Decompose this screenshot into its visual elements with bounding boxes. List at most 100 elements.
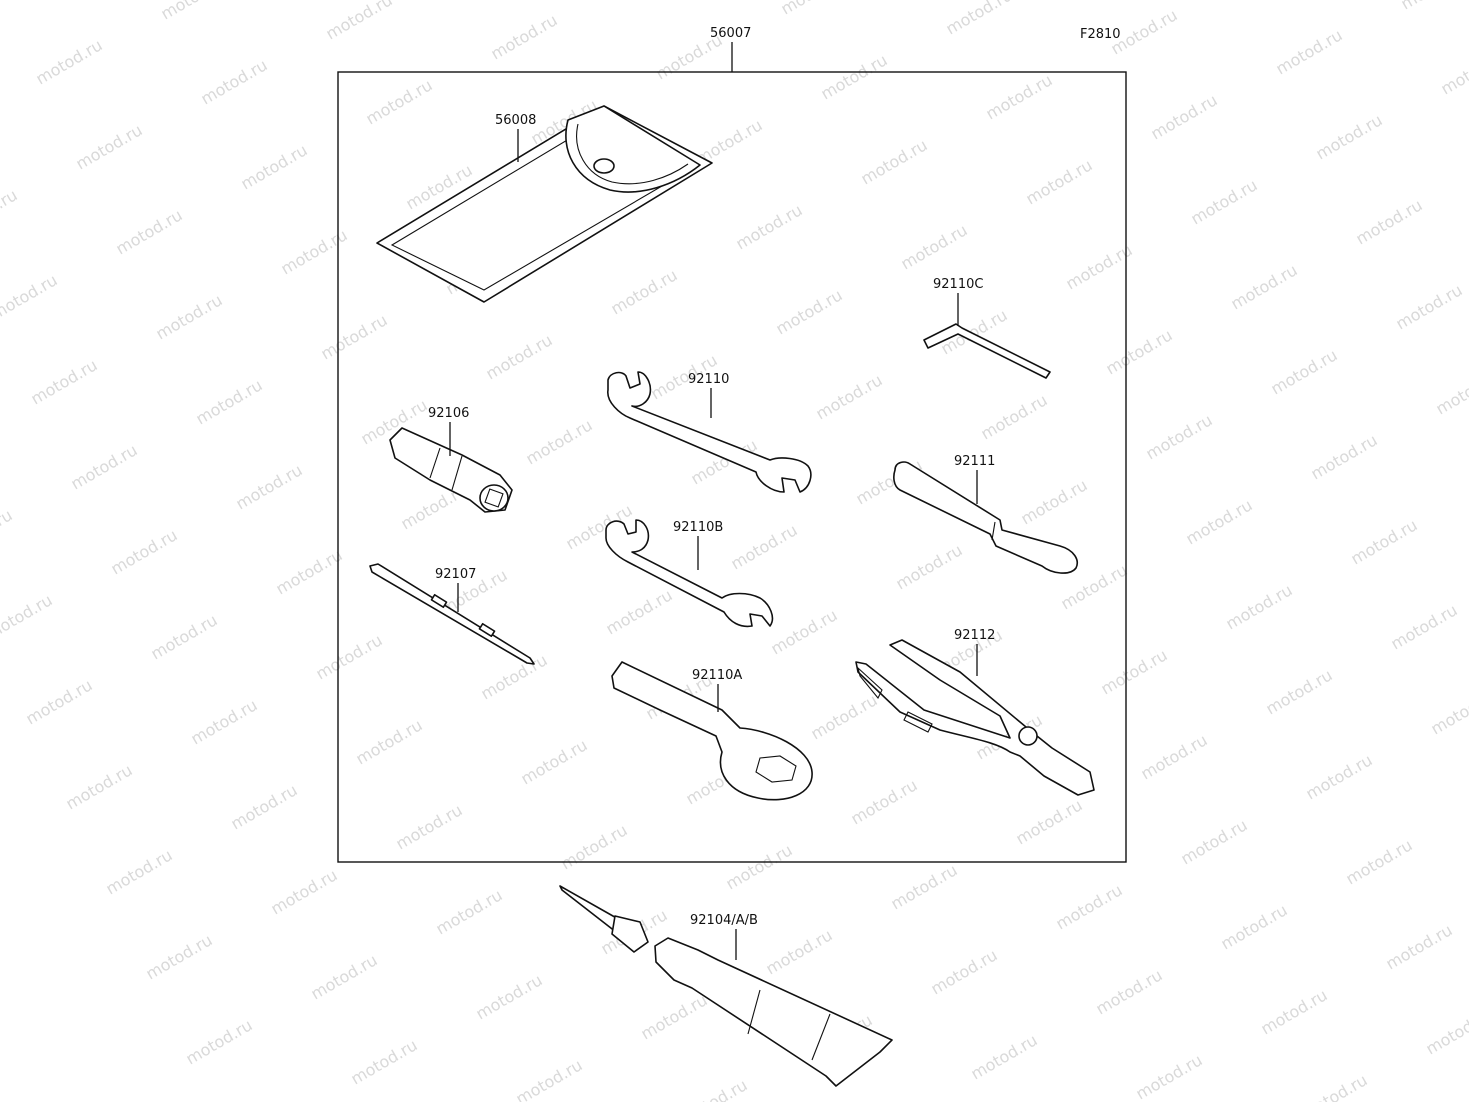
- watermark-text: motod.ru: [148, 610, 221, 663]
- watermark-text: motod.ru: [1138, 730, 1211, 783]
- watermark-text: motod.ru: [943, 0, 1016, 38]
- watermark-text: motod.ru: [348, 1035, 421, 1088]
- socket-hex-hole: [484, 488, 504, 508]
- repair-tube[interactable]: [559, 885, 893, 1087]
- label-92112: 92112: [954, 628, 995, 643]
- watermark-text: motod.ru: [63, 760, 136, 813]
- watermark-text: motod.ru: [308, 950, 381, 1003]
- hex-key[interactable]: [923, 323, 1051, 379]
- pliers-grip: [857, 666, 883, 700]
- label-92107: 92107: [435, 567, 476, 582]
- label-92110: 92110: [688, 372, 729, 387]
- label-92104: 92104/A/B: [690, 913, 758, 928]
- watermark-text: motod.ru: [818, 50, 891, 103]
- watermark-text: motod.ru: [1428, 685, 1469, 738]
- watermark-text: motod.ru: [0, 505, 16, 558]
- watermark-text: motod.ru: [888, 860, 961, 913]
- watermark-text: motod.ru: [313, 630, 386, 683]
- watermark-text: motod.ru: [728, 520, 801, 573]
- label-92110A: 92110A: [692, 668, 742, 683]
- watermark-text: motod.ru: [983, 70, 1056, 123]
- watermark-text: motod.ru: [1438, 45, 1469, 98]
- watermark-text: motod.ru: [393, 800, 466, 853]
- watermark-text: motod.ru: [193, 375, 266, 428]
- watermark-text: motod.ru: [183, 1015, 256, 1068]
- large-wrench[interactable]: [607, 371, 812, 493]
- watermark-text: motod.ru: [928, 945, 1001, 998]
- extension-bar-body: [893, 461, 1078, 574]
- socket-tool[interactable]: [389, 427, 513, 513]
- watermark-text: motod.ru: [28, 355, 101, 408]
- screwdriver-tool[interactable]: [369, 563, 535, 665]
- watermark-text: motod.ru: [1013, 795, 1086, 848]
- ring-wrench-body: [611, 661, 813, 801]
- pliers[interactable]: [855, 639, 1095, 796]
- watermark-text: motod.ru: [638, 990, 711, 1043]
- watermark-text: motod.ru: [473, 970, 546, 1023]
- tool-case-flap-edge: [576, 123, 689, 185]
- watermark-text: motod.ru: [488, 10, 561, 63]
- watermark-text: motod.ru: [1093, 965, 1166, 1018]
- extension-bar[interactable]: [893, 461, 1078, 574]
- watermark-text: motod.ru: [1383, 920, 1456, 973]
- watermark-text: motod.ru: [898, 220, 971, 273]
- watermark-text: motod.ru: [158, 0, 231, 23]
- watermark-text: motod.ru: [278, 225, 351, 278]
- watermark-text: motod.ru: [1053, 880, 1126, 933]
- watermark-text: motod.ru: [1313, 110, 1386, 163]
- watermark-text: motod.ru: [1298, 1070, 1371, 1102]
- watermark-text: motod.ru: [318, 310, 391, 363]
- watermark-text: motod.ru: [1353, 195, 1426, 248]
- watermark-text: motod.ru: [198, 55, 271, 108]
- ring-wrench-hex: [755, 755, 797, 783]
- tool-case[interactable]: [376, 105, 713, 303]
- ring-wrench[interactable]: [611, 661, 813, 801]
- watermark-text: motod.ru: [1388, 600, 1461, 653]
- repair-nozzle: [559, 885, 621, 933]
- repair-tube-body: [654, 937, 893, 1087]
- watermark-text: motod.ru: [153, 290, 226, 343]
- watermark-text: motod.ru: [1228, 260, 1301, 313]
- watermark-text: motod.ru: [513, 1055, 586, 1102]
- pliers-pivot: [1018, 726, 1038, 746]
- small-wrench[interactable]: [605, 519, 774, 628]
- watermark-text: motod.ru: [1433, 365, 1469, 418]
- repair-tube-label-band-2: [811, 1013, 831, 1061]
- screwdriver-shaft: [369, 563, 535, 665]
- watermark-text: motod.ru: [478, 650, 551, 703]
- watermark-text: motod.ru: [143, 930, 216, 983]
- watermark-text: motod.ru: [238, 140, 311, 193]
- pliers-body: [855, 639, 1095, 796]
- watermark-text: motod.ru: [483, 330, 556, 383]
- socket-ridge: [429, 447, 441, 479]
- watermark-text: motod.ru: [23, 675, 96, 728]
- watermark-text: motod.ru: [228, 780, 301, 833]
- pliers-grip-2: [903, 711, 933, 733]
- socket-ridge-2: [451, 455, 463, 491]
- watermark-text: motod.ru: [808, 690, 881, 743]
- watermark-text: motod.ru: [893, 540, 966, 593]
- watermark-text: motod.ru: [233, 460, 306, 513]
- watermark-text: motod.ru: [1398, 0, 1469, 13]
- watermark-text: motod.ru: [813, 370, 886, 423]
- extension-bar-step: [991, 521, 996, 541]
- watermark-text: motod.ru: [1143, 410, 1216, 463]
- watermark-text: motod.ru: [1303, 750, 1376, 803]
- watermark-text: motod.ru: [678, 1075, 751, 1102]
- watermark-text: motod.ru: [1218, 900, 1291, 953]
- watermark-text: motod.ru: [1188, 175, 1261, 228]
- watermark-text: motod.ru: [103, 845, 176, 898]
- watermark-text: motod.ru: [1308, 430, 1381, 483]
- small-wrench-body: [605, 519, 774, 628]
- watermark-text: motod.ru: [433, 885, 506, 938]
- watermark-text: motod.ru: [1098, 645, 1171, 698]
- watermark-text: motod.ru: [1023, 155, 1096, 208]
- watermark-text: motod.ru: [723, 840, 796, 893]
- watermark-text: motod.ru: [113, 205, 186, 258]
- watermark-text: motod.ru: [0, 0, 66, 3]
- watermark-text: motod.ru: [1063, 240, 1136, 293]
- watermark-text: motod.ru: [353, 715, 426, 768]
- hex-key-body: [923, 323, 1051, 379]
- label-92110C: 92110C: [933, 277, 983, 292]
- watermark-text: motod.ru: [848, 775, 921, 828]
